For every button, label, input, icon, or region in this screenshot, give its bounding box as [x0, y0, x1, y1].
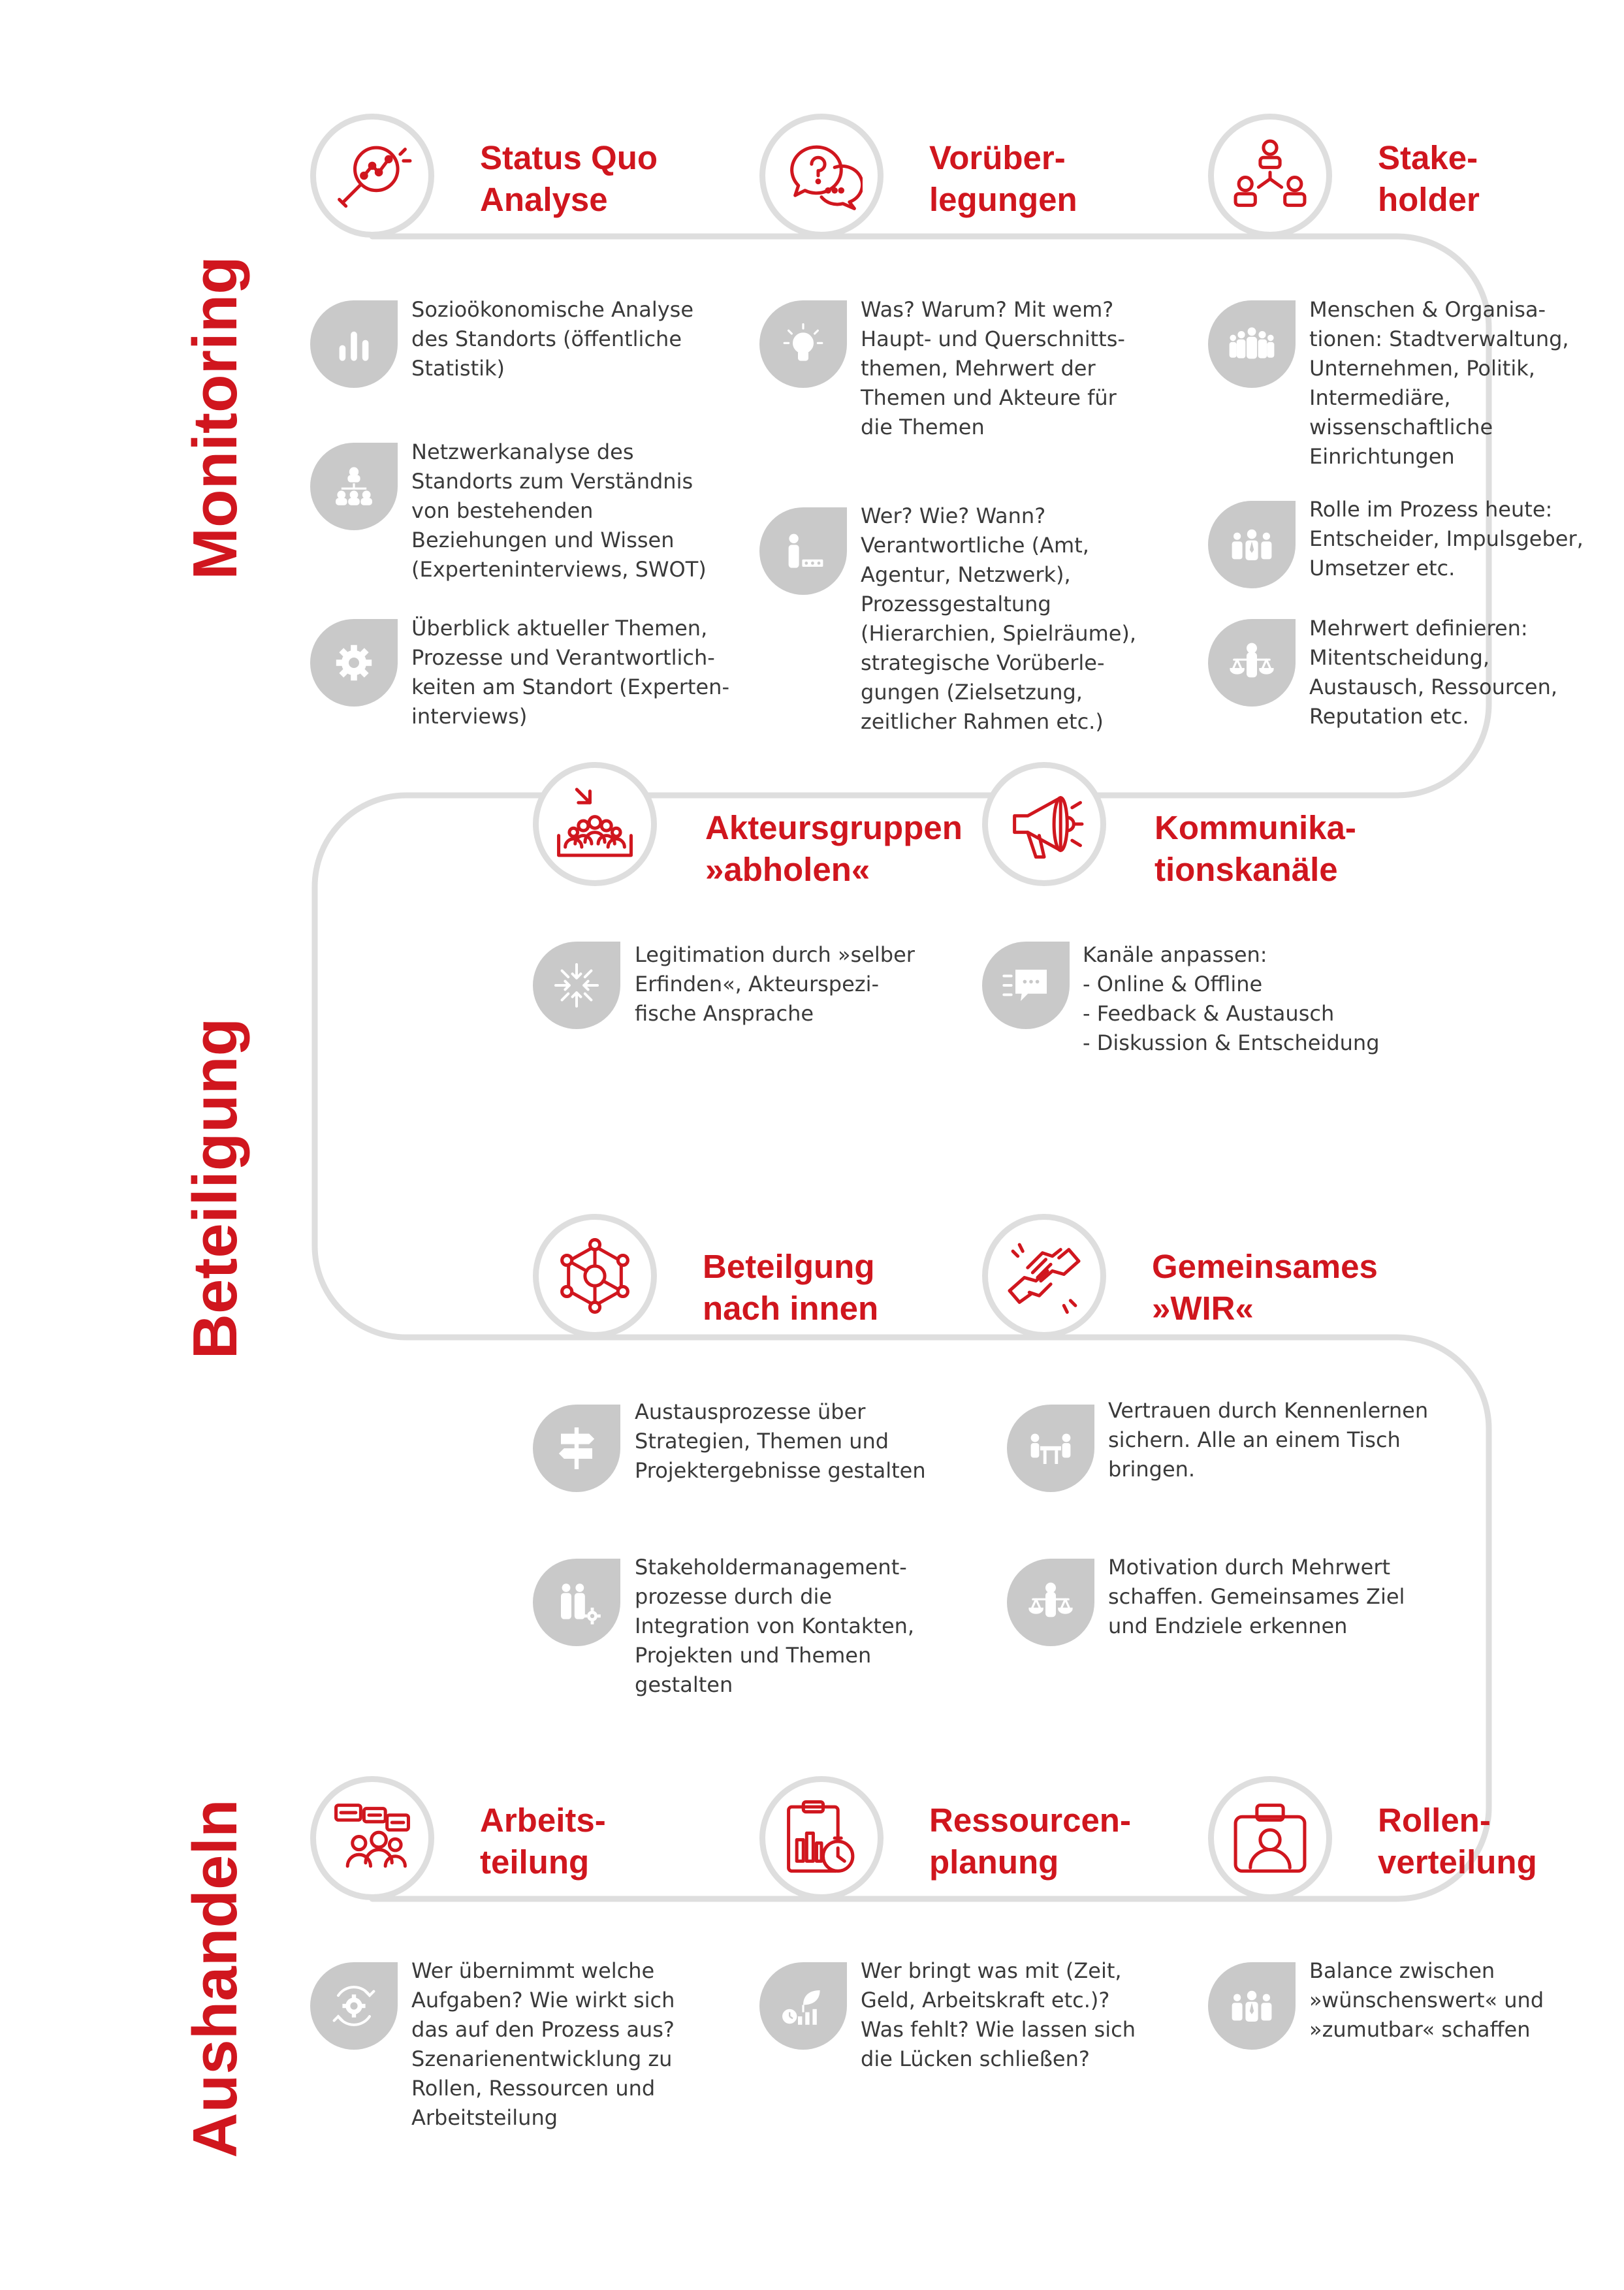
header-circle-arbeitsteilung — [310, 1776, 434, 1900]
org-chart-icon — [336, 467, 372, 505]
item-text: Austausprozesse über Strategien, Themen … — [635, 1399, 926, 1483]
item-icon-org-chart — [310, 443, 398, 530]
header-title-beteiligung-innen: Beteilgung nach innen — [703, 1248, 879, 1327]
chat-list-icon — [1002, 970, 1047, 1001]
person-scales-icon — [1230, 643, 1274, 678]
phase-aushandeln: Aushandeln — [180, 1799, 251, 2157]
track-line — [311, 233, 1492, 1902]
item-text: Wer übernimmt welche Aufgaben? Wie wirkt… — [411, 1958, 675, 2130]
item-text: Menschen & Organisa- tionen: Stadtverwal… — [1309, 297, 1569, 469]
item-icon-meeting-table — [1007, 1405, 1094, 1492]
people-group-icon — [1229, 327, 1275, 359]
handshake-icon — [1008, 1243, 1081, 1314]
header-circle-akteursgruppen — [533, 762, 657, 886]
phase-beteiligung: Beteiligung — [180, 1018, 251, 1360]
item-icon-team-roles — [1208, 501, 1296, 588]
header-circle-gemeinsames-wir — [982, 1214, 1106, 1338]
item-text: Mehrwert definieren: Mitentscheidung, Au… — [1309, 616, 1558, 729]
header-circle-beteiligung-innen — [533, 1214, 657, 1338]
magnifier-chart-icon — [338, 146, 412, 208]
item-icon-team-roles-2 — [1208, 1962, 1296, 2050]
phase-label-beteiligung: Beteiligung — [180, 1017, 250, 1360]
people-gear-icon — [561, 1583, 601, 1625]
item-icon-person-scales — [1208, 619, 1296, 707]
clipboard-stopwatch-icon — [787, 1800, 855, 1873]
person-rating-icon — [788, 533, 823, 568]
item-text: Sozioökonomische Analyse des Standorts (… — [411, 297, 693, 381]
item-icon-gear — [310, 619, 398, 707]
network-hexagon-icon — [560, 1238, 629, 1314]
header-title-arbeitsteilung: Arbeits- teilung — [480, 1802, 606, 1881]
person-scales-icon — [1028, 1582, 1073, 1617]
header-title-ressourcenplanung: Ressourcen- planung — [929, 1802, 1131, 1881]
item-icon-signpost — [533, 1405, 620, 1492]
growth-chart-icon — [782, 1990, 820, 2025]
lightbulb-icon — [783, 323, 823, 361]
header-title-stakeholder: Stake- holder — [1378, 139, 1480, 218]
item-icon-growth-chart — [759, 1962, 847, 2050]
item-text: Motivation durch Mehrwert schaffen. Geme… — [1108, 1555, 1405, 1638]
converge-arrows-icon — [554, 963, 599, 1008]
item-text: Vertrauen durch Kennenlernen sichern. Al… — [1108, 1398, 1429, 1482]
team-roles-icon — [1232, 529, 1272, 560]
item-icon-people-group — [1208, 300, 1296, 388]
item-icon-chat-list — [982, 942, 1070, 1029]
header-title-rollenverteilung: Rollen- verteilung — [1378, 1802, 1537, 1881]
item-text: Legitimation durch »selber Erfinden«, Ak… — [635, 942, 915, 1026]
hierarchy-people-icon — [1234, 139, 1307, 207]
phase-label-monitoring: Monitoring — [180, 256, 250, 580]
item-text: Rolle im Prozess heute: Entscheider, Imp… — [1309, 497, 1584, 580]
header-circle-stakeholder — [1208, 114, 1332, 238]
header-title-kommunikation: Kommunika- tionskanäle — [1154, 809, 1356, 888]
id-card-person-icon — [1234, 1804, 1307, 1873]
item-text: Stakeholdermanagement- prozesse durch di… — [635, 1555, 915, 1697]
header-circle-vorueberlegungen — [759, 114, 884, 238]
item-icon-person-rating — [759, 507, 847, 595]
item-text: Was? Warum? Mit wem? Haupt- und Querschn… — [861, 297, 1125, 439]
item-text: Kanäle anpassen: - Online & Offline - Fe… — [1083, 942, 1380, 1055]
header-circle-rollenverteilung — [1208, 1776, 1332, 1900]
speech-bubbles-question-icon — [790, 145, 863, 210]
item-icon-person-scales-2 — [1007, 1559, 1094, 1646]
header-title-vorueberlegungen: Vorüber- legungen — [929, 139, 1077, 218]
chat-team-icon — [334, 1804, 410, 1868]
item-text: Balance zwischen »wünschenswert« und »zu… — [1309, 1958, 1544, 2042]
header-title-akteursgruppen: Akteursgruppen »abholen« — [705, 809, 963, 888]
gear-cycle-icon — [332, 1986, 375, 2026]
gear-icon — [336, 644, 372, 681]
header-title-gemeinsames-wir: Gemeinsames »WIR« — [1152, 1248, 1378, 1327]
item-icon-converge-arrows — [533, 942, 620, 1029]
item-icon-bar-chart — [310, 300, 398, 388]
megaphone-icon — [1013, 796, 1084, 859]
signpost-icon — [558, 1427, 595, 1469]
header-circle-ressourcenplanung — [759, 1776, 884, 1900]
phase-label-aushandeln: Aushandeln — [180, 1799, 250, 2158]
item-text: Netzwerkanalyse des Standorts zum Verstä… — [411, 439, 707, 582]
header-title-status-quo: Status Quo Analyse — [480, 139, 658, 218]
header-circle-status-quo — [310, 114, 434, 238]
item-icon-lightbulb — [759, 300, 847, 388]
item-icon-people-gear — [533, 1559, 620, 1646]
bar-chart-icon — [339, 331, 369, 361]
item-text: Wer bringt was mit (Zeit, Geld, Arbeitsk… — [861, 1958, 1136, 2071]
header-circle-kommunikation — [982, 762, 1106, 886]
meeting-table-icon — [1030, 1433, 1071, 1464]
item-text: Überblick aktueller Themen, Prozesse und… — [411, 616, 729, 729]
team-roles-icon — [1232, 1990, 1272, 2022]
item-icon-gear-cycle — [310, 1962, 398, 2050]
phase-monitoring: Monitoring — [180, 256, 251, 580]
group-arrow-in-icon — [557, 787, 633, 857]
item-text: Wer? Wie? Wann? Verantwortliche (Amt, Ag… — [861, 503, 1137, 734]
